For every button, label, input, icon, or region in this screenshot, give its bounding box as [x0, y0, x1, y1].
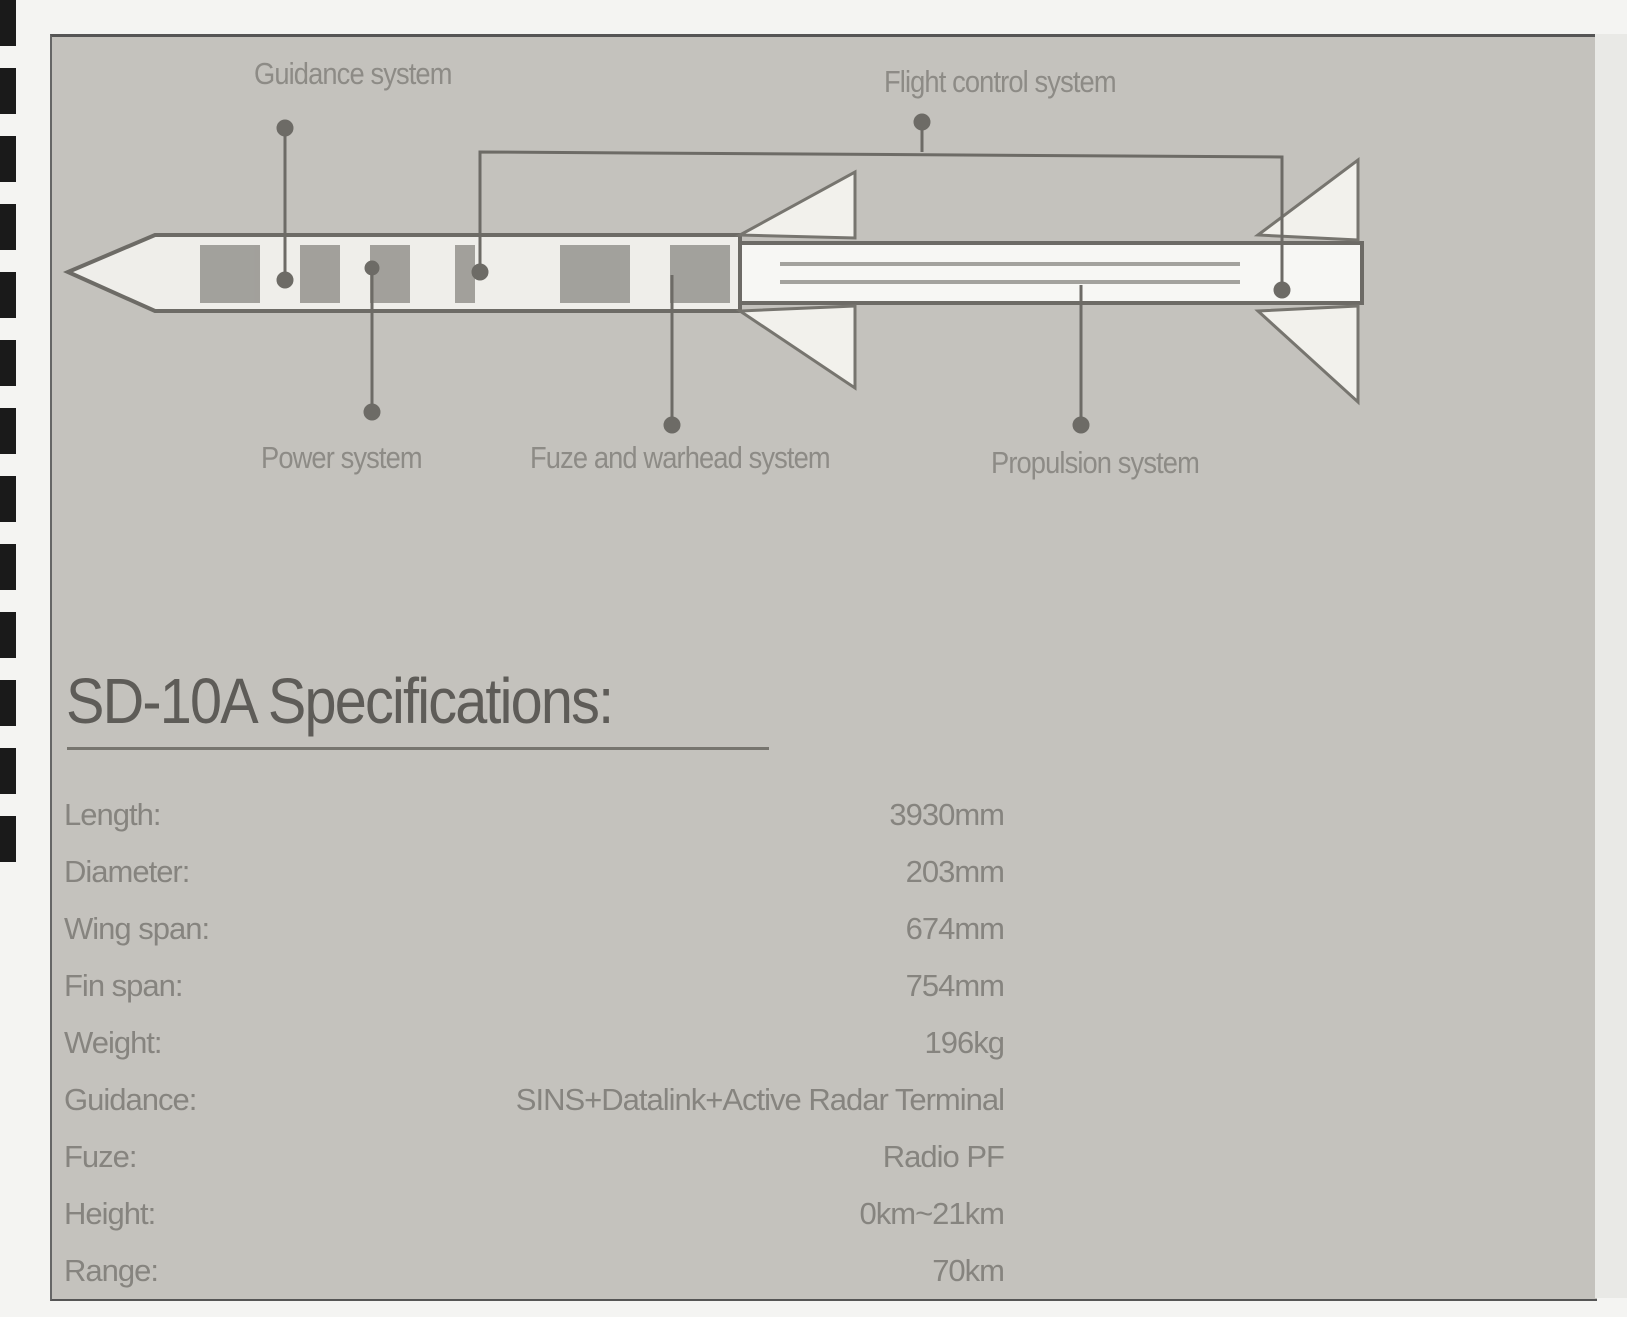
page-margin	[1595, 34, 1627, 1298]
title-underline	[67, 747, 769, 750]
spec-row-fuze: Fuze: Radio PF	[64, 1128, 1005, 1185]
leader-lines	[276, 113, 1291, 434]
label-guidance-system: Guidance system	[254, 56, 452, 91]
spec-row-length: Length: 3930mm	[64, 786, 1005, 843]
spec-value: 754mm	[905, 967, 1005, 1003]
label-fuze-warhead-system: Fuze and warhead system	[530, 440, 831, 475]
spec-row-fin-span: Fin span: 754mm	[64, 957, 1005, 1014]
spec-value: 203mm	[905, 853, 1005, 889]
label-flight-control-system: Flight control system	[884, 64, 1117, 99]
spec-label: Diameter:	[64, 853, 190, 889]
missile-cutaway-diagram	[63, 113, 1364, 434]
cropped-page-edge-text	[0, 0, 20, 1000]
spec-value: 674mm	[905, 910, 1005, 946]
spec-value: 196kg	[924, 1024, 1005, 1060]
label-power-system: Power system	[261, 440, 423, 475]
spec-label: Height:	[64, 1195, 156, 1231]
spec-value: Radio PF	[882, 1138, 1005, 1174]
label-propulsion-system: Propulsion system	[991, 445, 1200, 480]
spec-row-range: Range: 70km	[64, 1242, 1005, 1299]
spec-label: Wing span:	[64, 910, 210, 946]
spec-value: 0km~21km	[859, 1195, 1005, 1231]
spec-table: Length: 3930mm Diameter: 203mm Wing span: 6…	[64, 786, 1005, 1299]
spec-row-guidance: Guidance: SINS+Datalink+Active Radar Term…	[64, 1071, 1005, 1128]
spec-label: Guidance:	[64, 1081, 197, 1117]
spec-row-height: Height: 0km~21km	[64, 1185, 1005, 1242]
spec-label: Fin span:	[64, 967, 184, 1003]
spec-value: SINS+Datalink+Active Radar Terminal	[515, 1081, 1005, 1117]
spec-row-wing-span: Wing span: 674mm	[64, 900, 1005, 957]
spec-row-diameter: Diameter: 203mm	[64, 843, 1005, 900]
spec-value: 70km	[932, 1252, 1005, 1288]
spec-label: Fuze:	[64, 1138, 138, 1174]
spec-label: Weight:	[64, 1024, 163, 1060]
missile-wings	[734, 157, 1360, 406]
missile-internals	[200, 245, 1240, 303]
specs-title: SD-10A Specifications:	[66, 665, 614, 737]
spec-label: Range:	[64, 1252, 159, 1288]
spec-row-weight: Weight: 196kg	[64, 1014, 1005, 1071]
spec-value: 3930mm	[889, 796, 1005, 832]
spec-label: Length:	[64, 796, 161, 832]
